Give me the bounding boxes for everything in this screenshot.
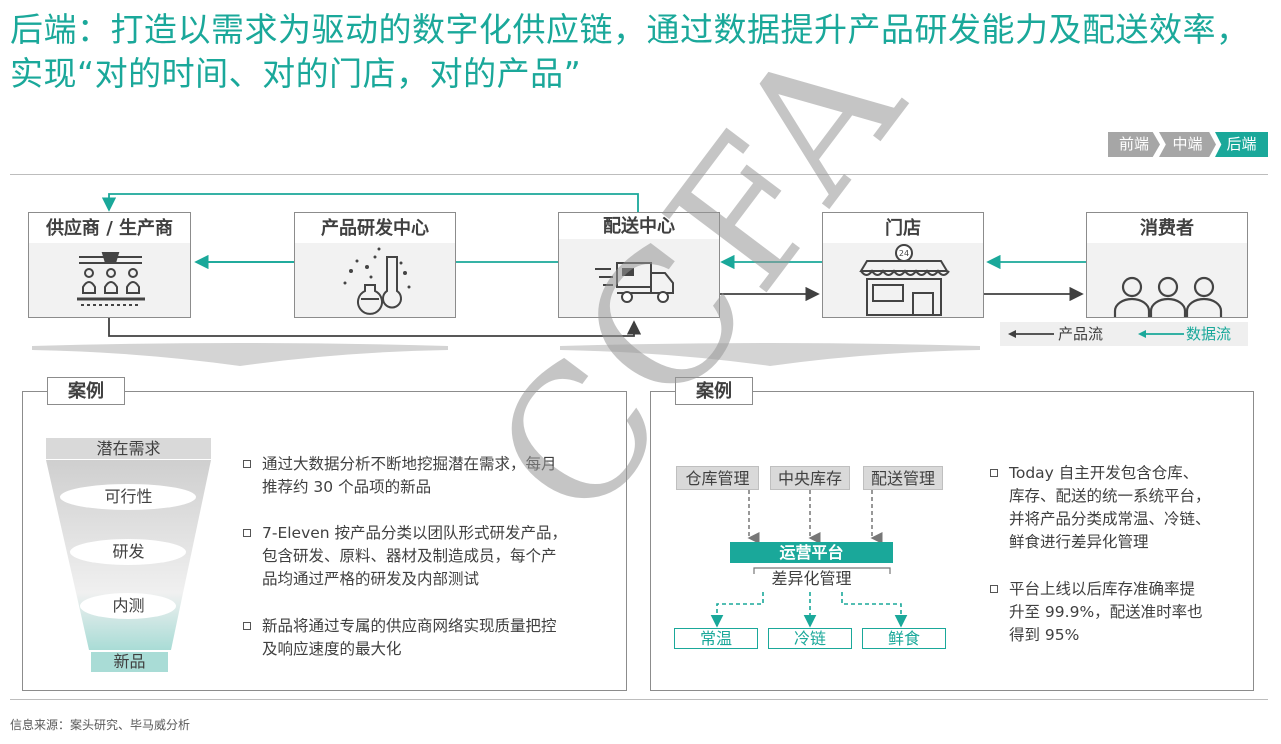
chain-label-supplier: 供应商 / 生产商 xyxy=(29,213,190,243)
case-panel-right xyxy=(650,391,1254,691)
breadcrumb-back[interactable]: 后端 xyxy=(1215,132,1268,157)
innovation-funnel xyxy=(46,438,211,672)
legend-product-flow: 产品流 xyxy=(1058,325,1104,343)
platform-diagram-arrows xyxy=(710,490,908,628)
lab-flask-icon xyxy=(343,247,411,315)
case-tag-left: 案例 xyxy=(47,377,125,405)
delivery-truck-icon xyxy=(595,262,674,303)
operations-platform: 运营平台 xyxy=(730,542,893,563)
case-panel-left xyxy=(22,391,627,691)
bullet-square-icon xyxy=(243,529,251,537)
flow-legend: 产品流 数据流 xyxy=(1000,322,1248,346)
source-note: 信息来源：案头研究、毕马威分析 xyxy=(10,718,191,732)
case-right-bullet-2: 平台上线以后库存准确率提升至 99.9%，配送准时率也得到 95% xyxy=(990,578,1250,648)
funnel-stage-internal-test: 内测 xyxy=(112,596,145,615)
output-fresh-food: 鲜食 xyxy=(862,628,946,649)
case-left-bullet-3: 新品将通过专属的供应商网络实现质量把控及响应速度的最大化 xyxy=(243,615,613,665)
consumers-icon xyxy=(1113,276,1223,317)
bullet-square-icon xyxy=(990,585,998,593)
case-right-bullet-1: Today 自主开发包含仓库、库存、配送的统一系统平台，并将产品分类成常温、冷链… xyxy=(990,462,1250,554)
breadcrumb-front[interactable]: 前端 xyxy=(1108,132,1160,157)
platform-input-central-inventory: 中央库存 xyxy=(770,466,850,490)
data-flow-arrow-icon xyxy=(1138,330,1184,338)
breadcrumb-middle[interactable]: 中端 xyxy=(1159,132,1216,157)
bullet-square-icon xyxy=(243,460,251,468)
store-24-badge: 24 xyxy=(899,249,909,258)
store-icon: 24 xyxy=(859,244,950,316)
funnel-stage-new-product: 新品 xyxy=(113,652,146,671)
funnel-stage-potential: 潜在需求 xyxy=(96,439,161,458)
divider-top xyxy=(10,174,1268,175)
differentiated-management: 差异化管理 xyxy=(771,569,852,588)
chain-label-store: 门店 xyxy=(823,213,983,243)
legend-data-flow: 数据流 xyxy=(1186,325,1232,343)
chain-box-rnd: 产品研发中心 xyxy=(294,212,456,318)
factory-icon xyxy=(77,252,145,306)
output-ambient: 常温 xyxy=(674,628,758,649)
case-left-bullet-2: 7-Eleven 按产品分类以团队形式研发产品，包含研发、原料、器材及制造成员，… xyxy=(243,522,613,594)
case-tag-right: 案例 xyxy=(675,377,753,405)
chain-box-consumer: 消费者 xyxy=(1086,212,1248,318)
bullet-square-icon xyxy=(243,622,251,630)
case-left-bullet-1: 通过大数据分析不断地挖掘潜在需求，每月推荐约 30 个品项的新品 xyxy=(243,453,613,503)
chain-label-consumer: 消费者 xyxy=(1087,213,1247,243)
platform-input-distribution: 配送管理 xyxy=(863,466,943,490)
platform-input-warehouse: 仓库管理 xyxy=(676,466,759,490)
funnel-stage-feasibility: 可行性 xyxy=(104,487,153,506)
output-cold-chain: 冷链 xyxy=(768,628,852,649)
chain-label-distribution: 配送中心 xyxy=(559,213,719,239)
chain-box-distribution: 配送中心 xyxy=(558,212,720,318)
bullet-square-icon xyxy=(990,469,998,477)
chain-label-rnd: 产品研发中心 xyxy=(295,213,455,243)
funnel-stage-rnd: 研发 xyxy=(112,542,145,561)
flow-arrows xyxy=(32,193,1086,366)
chain-box-supplier: 供应商 / 生产商 xyxy=(28,212,191,318)
chain-box-store: 门店 24 xyxy=(822,212,984,318)
product-flow-arrow-icon xyxy=(1008,330,1054,338)
page-title: 后端：打造以需求为驱动的数字化供应链，通过数据提升产品研发能力及配送效率，实现“… xyxy=(10,10,1250,93)
divider-bottom xyxy=(10,699,1268,700)
